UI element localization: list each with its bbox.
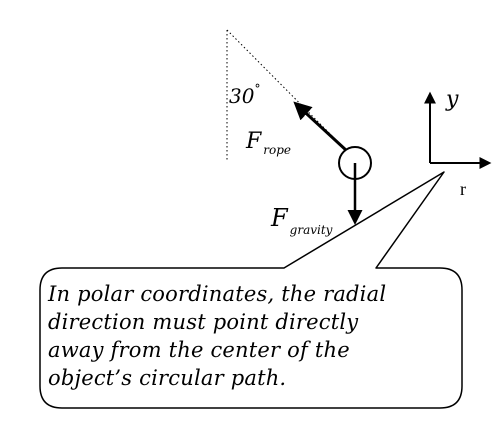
callout-bubble [39, 171, 463, 409]
rope-line [226, 29, 349, 153]
rope-force-arrow [293, 101, 349, 153]
axis-r-label: r [460, 179, 466, 199]
callout-text: In polar coordinates, the radial directi… [48, 280, 453, 392]
callout-line-3: away from the center of the [48, 338, 350, 362]
angle-label: 30° [229, 82, 260, 108]
callout-line-4: object’s circular path. [48, 366, 287, 390]
axis-y-label: y [445, 87, 459, 112]
callout-line-1: In polar coordinates, the radial [48, 282, 387, 306]
callout-line-2: direction must point directly [48, 310, 359, 334]
